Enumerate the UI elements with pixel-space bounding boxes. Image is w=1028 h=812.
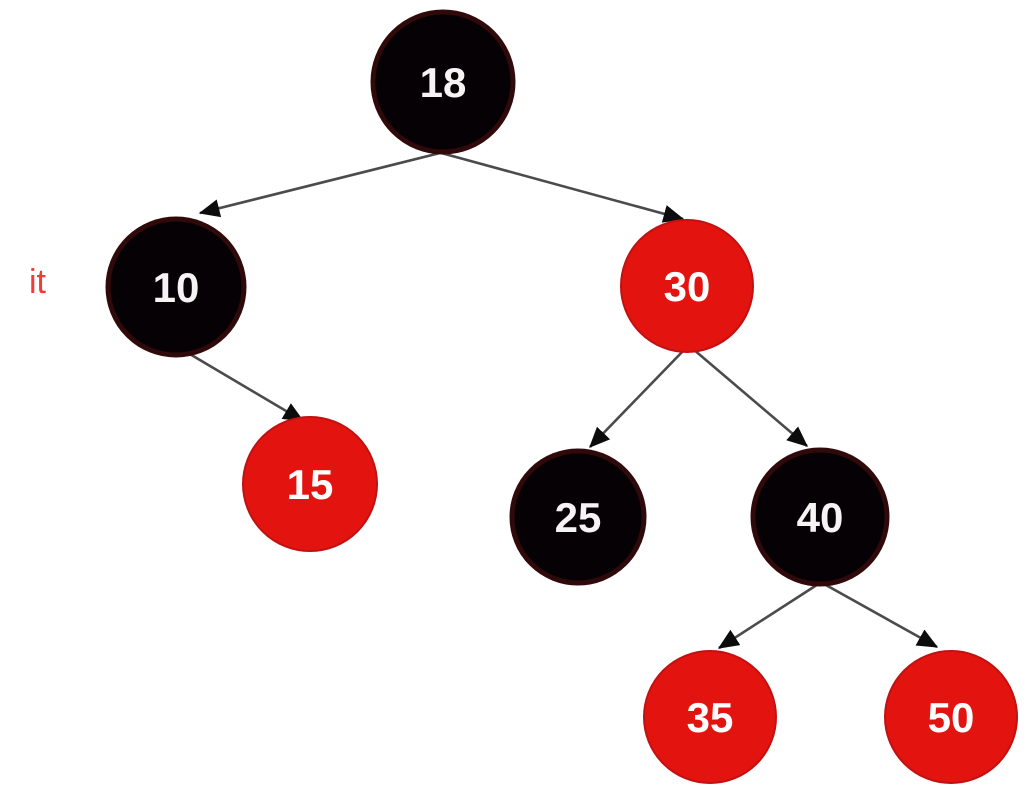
tree-node-10: 10 (105, 216, 247, 358)
edge-18-to-30 (433, 149, 685, 223)
edge-18-to-10 (198, 148, 453, 218)
tree-node-18: 18 (370, 9, 516, 155)
red-node-circle-30 (620, 219, 754, 353)
edge-30-to-40 (692, 348, 808, 447)
red-node-circle-15 (242, 416, 378, 552)
black-node-circle-25 (509, 448, 647, 586)
black-node-circle-18 (370, 9, 516, 155)
tree-node-50: 50 (884, 650, 1018, 784)
red-node-circle-35 (643, 650, 777, 784)
edge-10-to-15 (182, 348, 305, 423)
stray-it-label: it (29, 263, 47, 301)
edge-30-to-25 (589, 349, 685, 448)
black-node-circle-10 (105, 216, 247, 358)
tree-node-30: 30 (620, 219, 754, 353)
tree-node-15: 15 (242, 416, 378, 552)
tree-node-40: 40 (750, 447, 890, 587)
tree-node-25: 25 (509, 448, 647, 586)
red-node-circle-50 (884, 650, 1018, 784)
tree-node-35: 35 (643, 650, 777, 784)
black-node-circle-40 (750, 447, 890, 587)
